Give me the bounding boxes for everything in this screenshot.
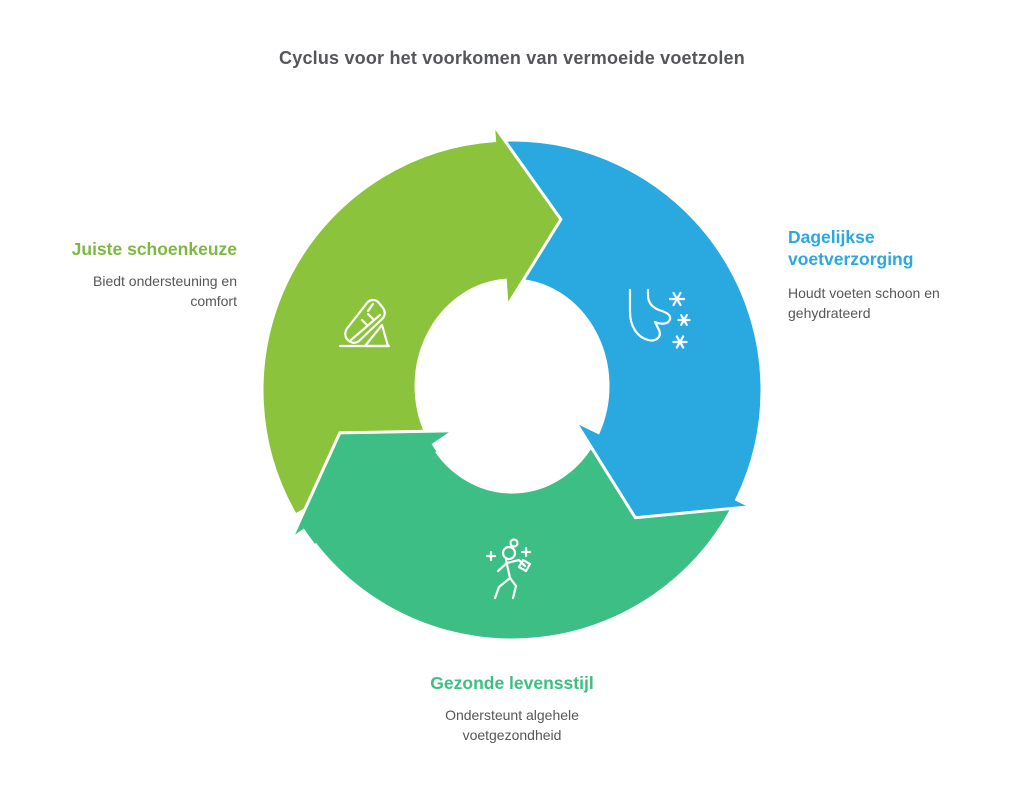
step-description-dagelijkse-voetverzorging: Houdt voeten schoon en gehydrateerd: [788, 285, 940, 321]
step-block-dagelijkse-voetverzorging: Dagelijkse voetverzorging Houdt voeten s…: [788, 226, 963, 323]
step-label-dagelijkse-voetverzorging: Dagelijkse voetverzorging: [788, 227, 914, 270]
sparkle-star: [672, 335, 688, 349]
arrow-gezonde-levensstijl-head-outline: [287, 429, 460, 543]
arrow-dagelijkse-voetverzorging: [501, 138, 764, 520]
step-description-juiste-schoenkeuze: Biedt ondersteuning en comfort: [93, 273, 237, 309]
running-shoe-icon: [338, 298, 391, 348]
step-label-juiste-schoenkeuze: Juiste schoenkeuze: [71, 239, 237, 259]
sparkle-plus: [485, 550, 497, 562]
diagram-title: Cyclus voor het voorkomen van vermoeide …: [279, 48, 745, 68]
step-block-juiste-schoenkeuze: Juiste schoenkeuze Biedt ondersteuning e…: [7, 238, 237, 311]
active-person-sparkles-icon: [485, 538, 532, 600]
sparkle-star: [668, 291, 686, 307]
sparkle-circle: [509, 538, 519, 548]
step-block-gezonde-levensstijl: Gezonde levensstijl Ondersteunt algehele…: [0, 672, 1024, 745]
sparkle-star: [677, 314, 691, 326]
arrow-gezonde-levensstijl-head: [291, 430, 454, 544]
sparkle-plus: [520, 546, 532, 558]
step-label-gezonde-levensstijl: Gezonde levensstijl: [430, 673, 594, 693]
step-description-gezonde-levensstijl: Ondersteunt algehele voetgezondheid: [445, 707, 579, 743]
foot-sparkles-icon: [628, 288, 691, 349]
arrow-juiste-schoenkeuze: [260, 119, 563, 518]
